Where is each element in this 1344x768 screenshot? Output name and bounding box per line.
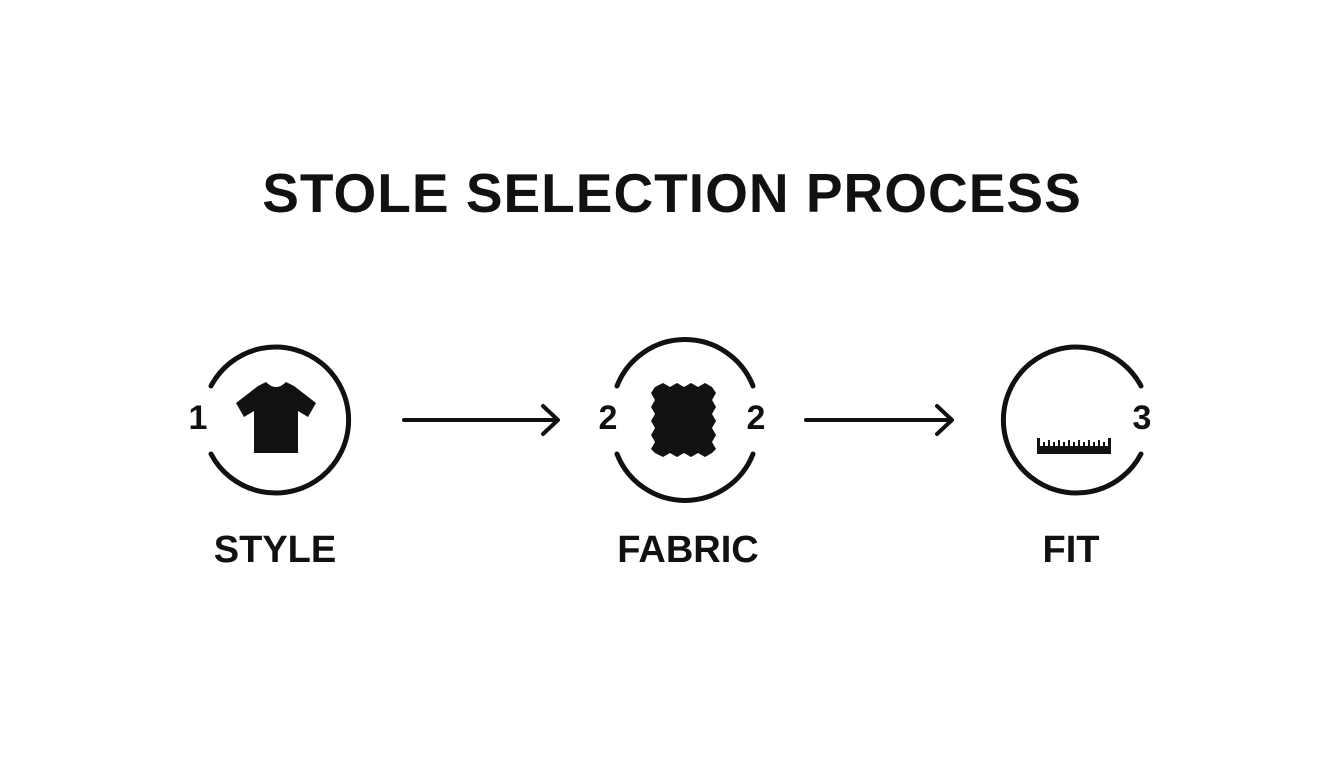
fabric-swatch-icon xyxy=(651,383,716,457)
step-2-ring-top xyxy=(614,337,756,389)
arrow-style-to-fabric xyxy=(402,404,560,436)
step-1-ring xyxy=(208,344,352,496)
step-2-ring-bottom xyxy=(614,451,756,503)
step-2-number-left: 2 xyxy=(599,399,618,437)
ruler-icon xyxy=(1037,438,1111,454)
step-fit: 3 xyxy=(1000,344,1152,496)
step-3-ring xyxy=(1000,344,1144,496)
diagram-title: STOLE SELECTION PROCESS xyxy=(262,162,1082,224)
step-2-label: FABRIC xyxy=(617,529,759,571)
step-1-label: STYLE xyxy=(213,529,337,571)
step-3-number: 3 xyxy=(1133,399,1152,437)
step-fabric: 2 2 xyxy=(599,337,766,503)
arrow-fabric-to-fit xyxy=(804,404,954,436)
step-style: 1 xyxy=(189,344,352,496)
step-1-number: 1 xyxy=(189,399,208,437)
step-2-number-right: 2 xyxy=(747,399,766,437)
t-shirt-icon xyxy=(236,382,316,453)
step-3-label: FIT xyxy=(1042,529,1100,571)
